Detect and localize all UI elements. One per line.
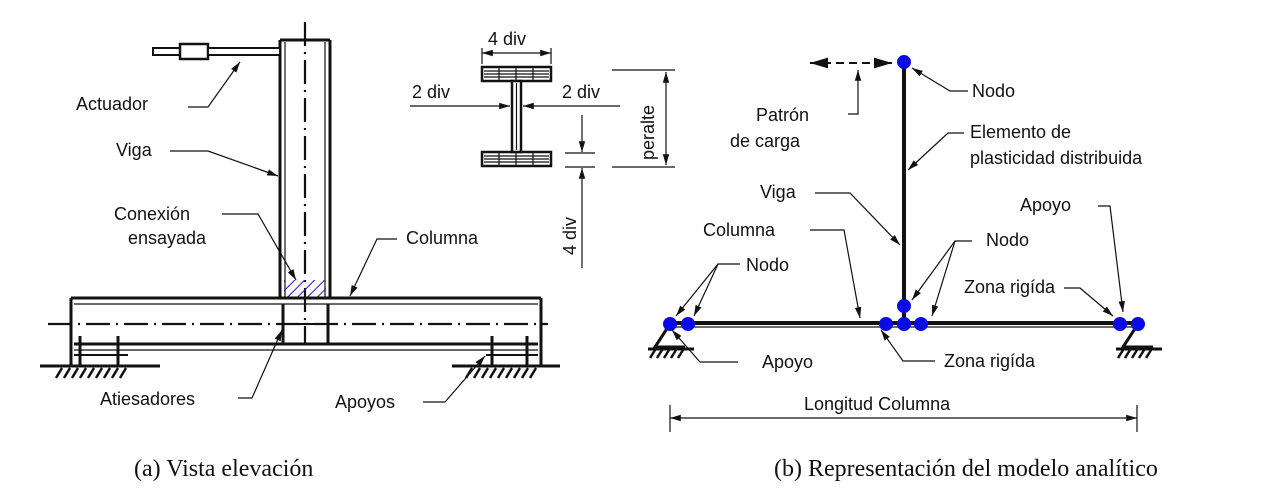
caption-a: (a) Vista elevación: [134, 456, 313, 482]
label-4div-top: 4 div: [488, 29, 526, 49]
node-left-1: [663, 317, 677, 331]
pin-support-right: [1116, 323, 1162, 359]
support-right: [452, 336, 560, 379]
label-nodo-center: Nodo: [986, 230, 1029, 250]
beam-leader: [170, 150, 279, 177]
connection-leader: [222, 213, 297, 281]
label-longitud: Longitud Columna: [804, 394, 951, 414]
label-atiesadores: Atiesadores: [100, 389, 195, 409]
label-patron-2: de carga: [730, 131, 801, 151]
i-section-detail: 4 div 2 div 2 div peralte 4 div: [410, 29, 675, 268]
label-elemento-1: Elemento de: [970, 122, 1071, 142]
node-right-1: [1113, 317, 1127, 331]
node-top: [897, 55, 911, 69]
actuator: [152, 42, 281, 61]
column-leader: [349, 238, 397, 297]
label-peralte: peralte: [638, 105, 658, 160]
tested-connection-hatch: [284, 280, 326, 297]
label-zona-rigida-right: Zona rigída: [964, 277, 1056, 297]
label-apoyo-left: Apoyo: [762, 352, 813, 372]
actuator-leader: [188, 61, 241, 108]
caption-b: (b) Representación del modelo analítico: [774, 456, 1158, 482]
label-elemento-2: plasticidad distribuida: [970, 148, 1143, 168]
pin-support-left: [648, 323, 694, 359]
label-zona-rigida-center: Zona rigída: [944, 351, 1036, 371]
label-columna-a: Columna: [406, 228, 479, 248]
label-2div-left: 2 div: [412, 82, 450, 102]
label-viga-b: Viga: [760, 182, 797, 202]
node-left-2: [681, 317, 695, 331]
elevation-view: Actuador Viga Conexión ensayada Columna …: [40, 22, 560, 412]
label-columna-b: Columna: [703, 220, 776, 240]
label-conexion-1: Conexión: [114, 204, 190, 224]
label-apoyos: Apoyos: [335, 392, 395, 412]
supports-leader: [423, 355, 486, 403]
support-left: [40, 336, 160, 379]
label-viga: Viga: [116, 140, 153, 160]
node-center: [897, 317, 911, 331]
label-nodo-left: Nodo: [746, 255, 789, 275]
label-4div-bottom: 4 div: [560, 217, 580, 255]
label-actuador: Actuador: [76, 94, 148, 114]
analytical-model: Patrón de carga Nodo Elemento de plastic…: [648, 55, 1162, 432]
node-center-left: [879, 317, 893, 331]
label-2div-right: 2 div: [562, 82, 600, 102]
column-member: [48, 296, 548, 366]
label-conexion-2: ensayada: [128, 228, 207, 248]
stiffeners-leader: [238, 329, 283, 399]
node-right-2: [1131, 317, 1145, 331]
node-center-top: [897, 299, 911, 313]
label-patron-1: Patrón: [756, 105, 809, 125]
label-nodo-top: Nodo: [972, 81, 1015, 101]
node-center-right: [914, 317, 928, 331]
label-apoyo-right: Apoyo: [1020, 195, 1071, 215]
